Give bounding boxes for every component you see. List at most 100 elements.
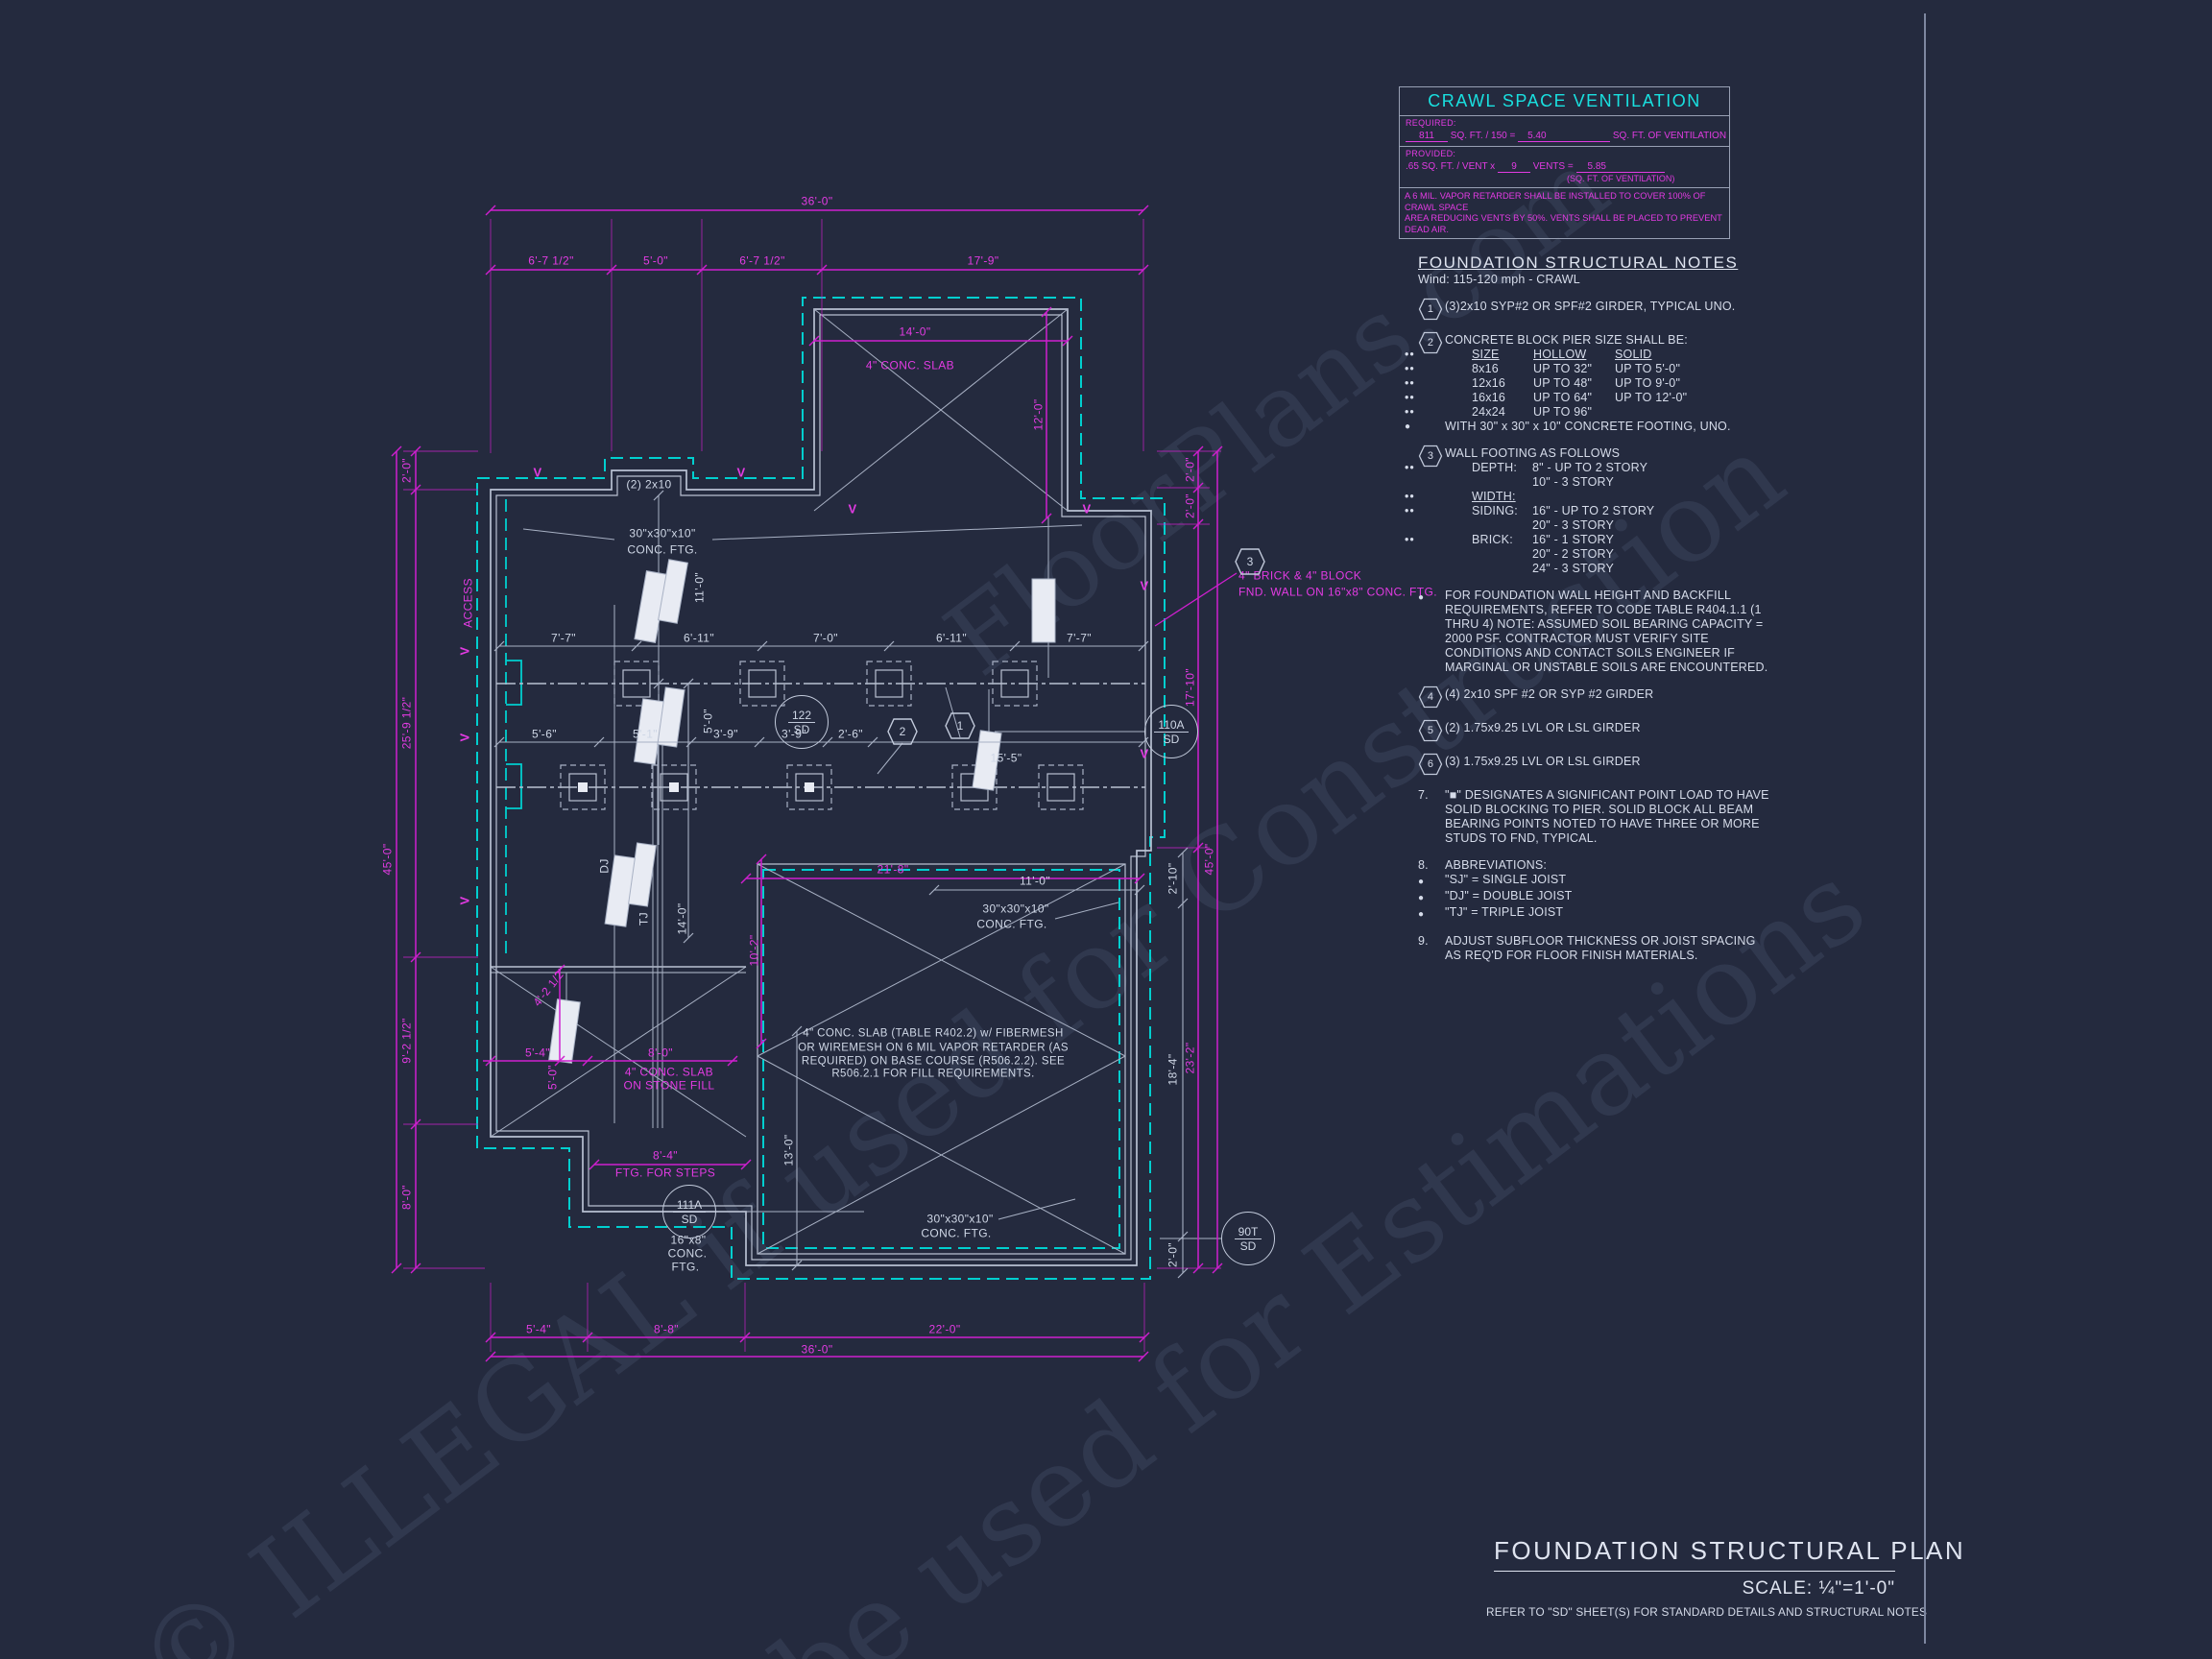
note-9: 9. ADJUST SUBFLOOR THICKNESS OR JOIST SP… <box>1418 934 1917 963</box>
dim-row2-5: 2'-6" <box>838 727 863 741</box>
hexagon-icon <box>1418 719 1443 742</box>
dim-right-18-4: 18'-4" <box>1166 1053 1180 1086</box>
label-stone-slab-line2: ON STONE FILL <box>623 1078 715 1093</box>
note-8: 8. ABBREVIATIONS: <box>1418 858 1917 873</box>
note-4-text: (4) 2x10 SPF #2 OR SYP #2 GIRDER <box>1445 687 1654 701</box>
required-formula: SQ. FT. / 150 = <box>1450 131 1516 141</box>
pier-layer <box>560 661 1084 810</box>
row-marker: ● <box>1405 421 1412 432</box>
detail-callout-122: 122 SD <box>775 695 829 749</box>
hexagon-icon <box>1418 298 1443 321</box>
magenta-dimension-layer <box>391 204 1223 1362</box>
crawl-space-ventilation-table: CRAWL SPACE VENTILATION REQUIRED: 811 SQ… <box>1399 86 1730 239</box>
abbreviation-text: "SJ" = SINGLE JOIST <box>1445 873 1567 886</box>
siding-value1: 16" - UP TO 2 STORY <box>1532 504 1655 517</box>
ventilation-note-line1: A 6 MIL. VAPOR RETARDER SHALL BE INSTALL… <box>1405 191 1706 212</box>
hexagon-icon <box>1235 548 1265 575</box>
backfill-note-text: FOR FOUNDATION WALL HEIGHT AND BACKFILL … <box>1445 589 1768 674</box>
width-label: WIDTH: <box>1472 490 1516 503</box>
dim-garage-depth: 12'-0" <box>1031 398 1046 431</box>
sheet-border-line <box>1924 13 1926 1644</box>
dim-right-23ft: 23'-2" <box>1183 1042 1197 1074</box>
ventilation-note-line2: AREA REDUCING VENTS BY 50%. VENTS SHALL … <box>1405 213 1722 234</box>
footing-outline-layer <box>476 297 1166 1280</box>
depth-label: DEPTH: <box>1472 461 1518 474</box>
dim-row2-3: 3'-9" <box>713 727 738 741</box>
note-4-hexagon: 4 <box>1418 685 1445 709</box>
dim-bottom-seg3: 22'-0" <box>928 1322 961 1336</box>
label-steps-footing: FTG. FOR STEPS <box>614 1166 716 1180</box>
row-marker: •• <box>1405 461 1415 474</box>
dim-row2-2: 5'-1" <box>633 727 658 741</box>
dim-slab-21-8: 21'-8" <box>877 862 909 877</box>
dim-right-2ft-b: 2'-0" <box>1183 493 1197 518</box>
dim-top-seg4: 17'-9" <box>967 253 999 268</box>
footing-depth-row: •• DEPTH: 8" - UP TO 2 STORY <box>1405 461 1791 475</box>
pier-hollow: UP TO 32" <box>1533 362 1593 375</box>
note-number: 1 <box>1427 302 1434 315</box>
wall-footing-heading: WALL FOOTING AS FOLLOWS <box>1445 446 1621 460</box>
row-marker: •• <box>1405 376 1415 390</box>
dim-right-2-10: 2'-10" <box>1166 862 1180 895</box>
note-1-hexagon: 1 <box>1418 298 1445 321</box>
footing-width-row: •• WIDTH: <box>1405 490 1791 504</box>
note-2: 2 CONCRETE BLOCK PIER SIZE SHALL BE: •• … <box>1405 331 1917 434</box>
pier-size: 16x16 <box>1472 391 1506 404</box>
note-number: 2 <box>1427 336 1434 349</box>
required-unit: SQ. FT. OF VENTILATION <box>1612 131 1727 141</box>
hexagon-icon <box>1418 331 1443 354</box>
note-number: 3 <box>1427 449 1434 462</box>
label-111a-sub2: CONC. <box>667 1246 708 1261</box>
vents-equals: VENTS = <box>1532 161 1574 172</box>
footing-brick-row3: 24" - 3 STORY <box>1445 562 1791 576</box>
keynote-number: 2 <box>899 725 906 738</box>
col-hollow: HOLLOW <box>1533 348 1587 361</box>
note-2-text: CONCRETE BLOCK PIER SIZE SHALL BE: •• SI… <box>1405 333 1791 434</box>
ventilation-table-title: CRAWL SPACE VENTILATION <box>1400 87 1729 116</box>
keynote-number: 3 <box>1246 555 1254 568</box>
footing-depth-row2: 10" - 3 STORY <box>1445 475 1791 490</box>
pier-hollow: UP TO 48" <box>1533 376 1593 390</box>
dim-slab-13-0: 13'-0" <box>781 1134 796 1166</box>
dim-porch-5-4: 5'-4" <box>525 1046 550 1060</box>
provided-vent-count: 9 <box>1497 161 1530 173</box>
dim-left-25ft: 25'-9 1/2" <box>399 696 414 750</box>
keynote-number: 1 <box>956 719 964 733</box>
vent-marker-1: V <box>533 465 542 480</box>
label-stone-slab-line1: 4" CONC. SLAB <box>624 1065 714 1079</box>
dim-right-2ft-a: 2'-0" <box>1183 457 1197 482</box>
pier-table-footnote: ● WITH 30" x 30" x 10" CONCRETE FOOTING,… <box>1405 420 1791 434</box>
label-footing-note1-line2: CONC. FTG. <box>627 542 698 557</box>
dim-right-17ft: 17'-10" <box>1183 667 1197 708</box>
note-1: 1 (3)2x10 SYP#2 OR SPF#2 GIRDER, TYPICAL… <box>1418 298 1917 321</box>
row-marker: •• <box>1405 348 1415 361</box>
note-3-hexagon: 3 <box>1418 445 1445 468</box>
pier-table-row: •• 8x16 UP TO 32" UP TO 5'-0" <box>1405 362 1791 376</box>
dim-bottom-seg2: 8'-8" <box>654 1322 679 1336</box>
callout-number: 110A <box>1154 718 1189 733</box>
bullet-icon: ● <box>1418 877 1425 887</box>
label-slab-spec-line1: 4" CONC. SLAB (TABLE R402.2) w/ FIBERMES… <box>803 1027 1064 1040</box>
depth-value1: 8" - UP TO 2 STORY <box>1532 461 1648 474</box>
dim-row2-vert: 5'-0" <box>701 709 715 733</box>
label-double-joist: DJ <box>597 858 612 874</box>
row-marker: •• <box>1405 362 1415 375</box>
dim-row1-4: 6'-11" <box>935 631 968 645</box>
callout-sheet: SD <box>681 1212 698 1226</box>
hexagon-icon <box>1418 685 1443 709</box>
sheet-reference-note: REFER TO "SD" SHEET(S) FOR STANDARD DETA… <box>1486 1605 1928 1619</box>
pier-hollow: UP TO 96" <box>1533 405 1593 419</box>
dim-bottom-seg1: 5'-4" <box>526 1322 551 1336</box>
backfill-bullet-note: ● FOR FOUNDATION WALL HEIGHT AND BACKFIL… <box>1418 589 1917 675</box>
pier-hollow: UP TO 64" <box>1533 391 1593 404</box>
pier-size: 8x16 <box>1472 362 1499 375</box>
foundation-structural-notes: FOUNDATION STRUCTURAL NOTES Wind: 115-12… <box>1405 254 1917 963</box>
brick-label: BRICK: <box>1472 533 1513 546</box>
required-area-value: 811 <box>1406 131 1448 142</box>
label-footing-note2-line2: CONC. FTG. <box>976 917 1047 931</box>
point-load-blocks-layer <box>548 559 1056 1064</box>
callout-sheet: SD <box>793 722 810 736</box>
keynote-hexagon-3: 3 <box>1234 547 1266 576</box>
provided-formula: .65 SQ. FT. / VENT x <box>1406 161 1496 172</box>
